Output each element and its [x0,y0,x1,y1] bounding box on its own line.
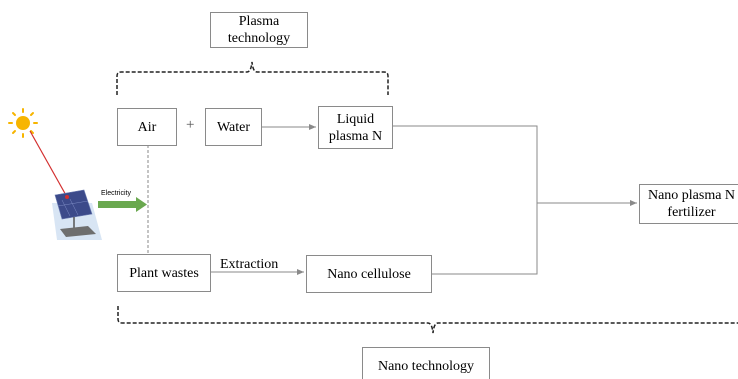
sun-ray-line [29,130,68,198]
plus-sign: + [186,117,195,133]
water-node: Water [205,108,262,146]
sun-icon [8,108,38,138]
air-node: Air [117,108,177,146]
solar-panel-icon [52,189,102,240]
nano-technology-brace [117,306,738,334]
plasma-technology-label: Plasma technology [210,12,308,48]
plasma-to-merge-line [393,125,538,275]
fertilizer-node: Nano plasma N fertilizer [639,184,738,224]
electricity-label: Electricity [101,190,131,197]
extraction-label: Extraction [220,257,279,272]
nano-technology-label: Nano technology [362,347,490,379]
plasma-technology-brace [116,61,389,95]
liquid-plasma-node: Liquid plasma N [318,106,393,149]
plant-wastes-node: Plant wastes [117,254,211,292]
electricity-arrow [98,197,147,212]
nano-cellulose-node: Nano cellulose [306,255,432,293]
